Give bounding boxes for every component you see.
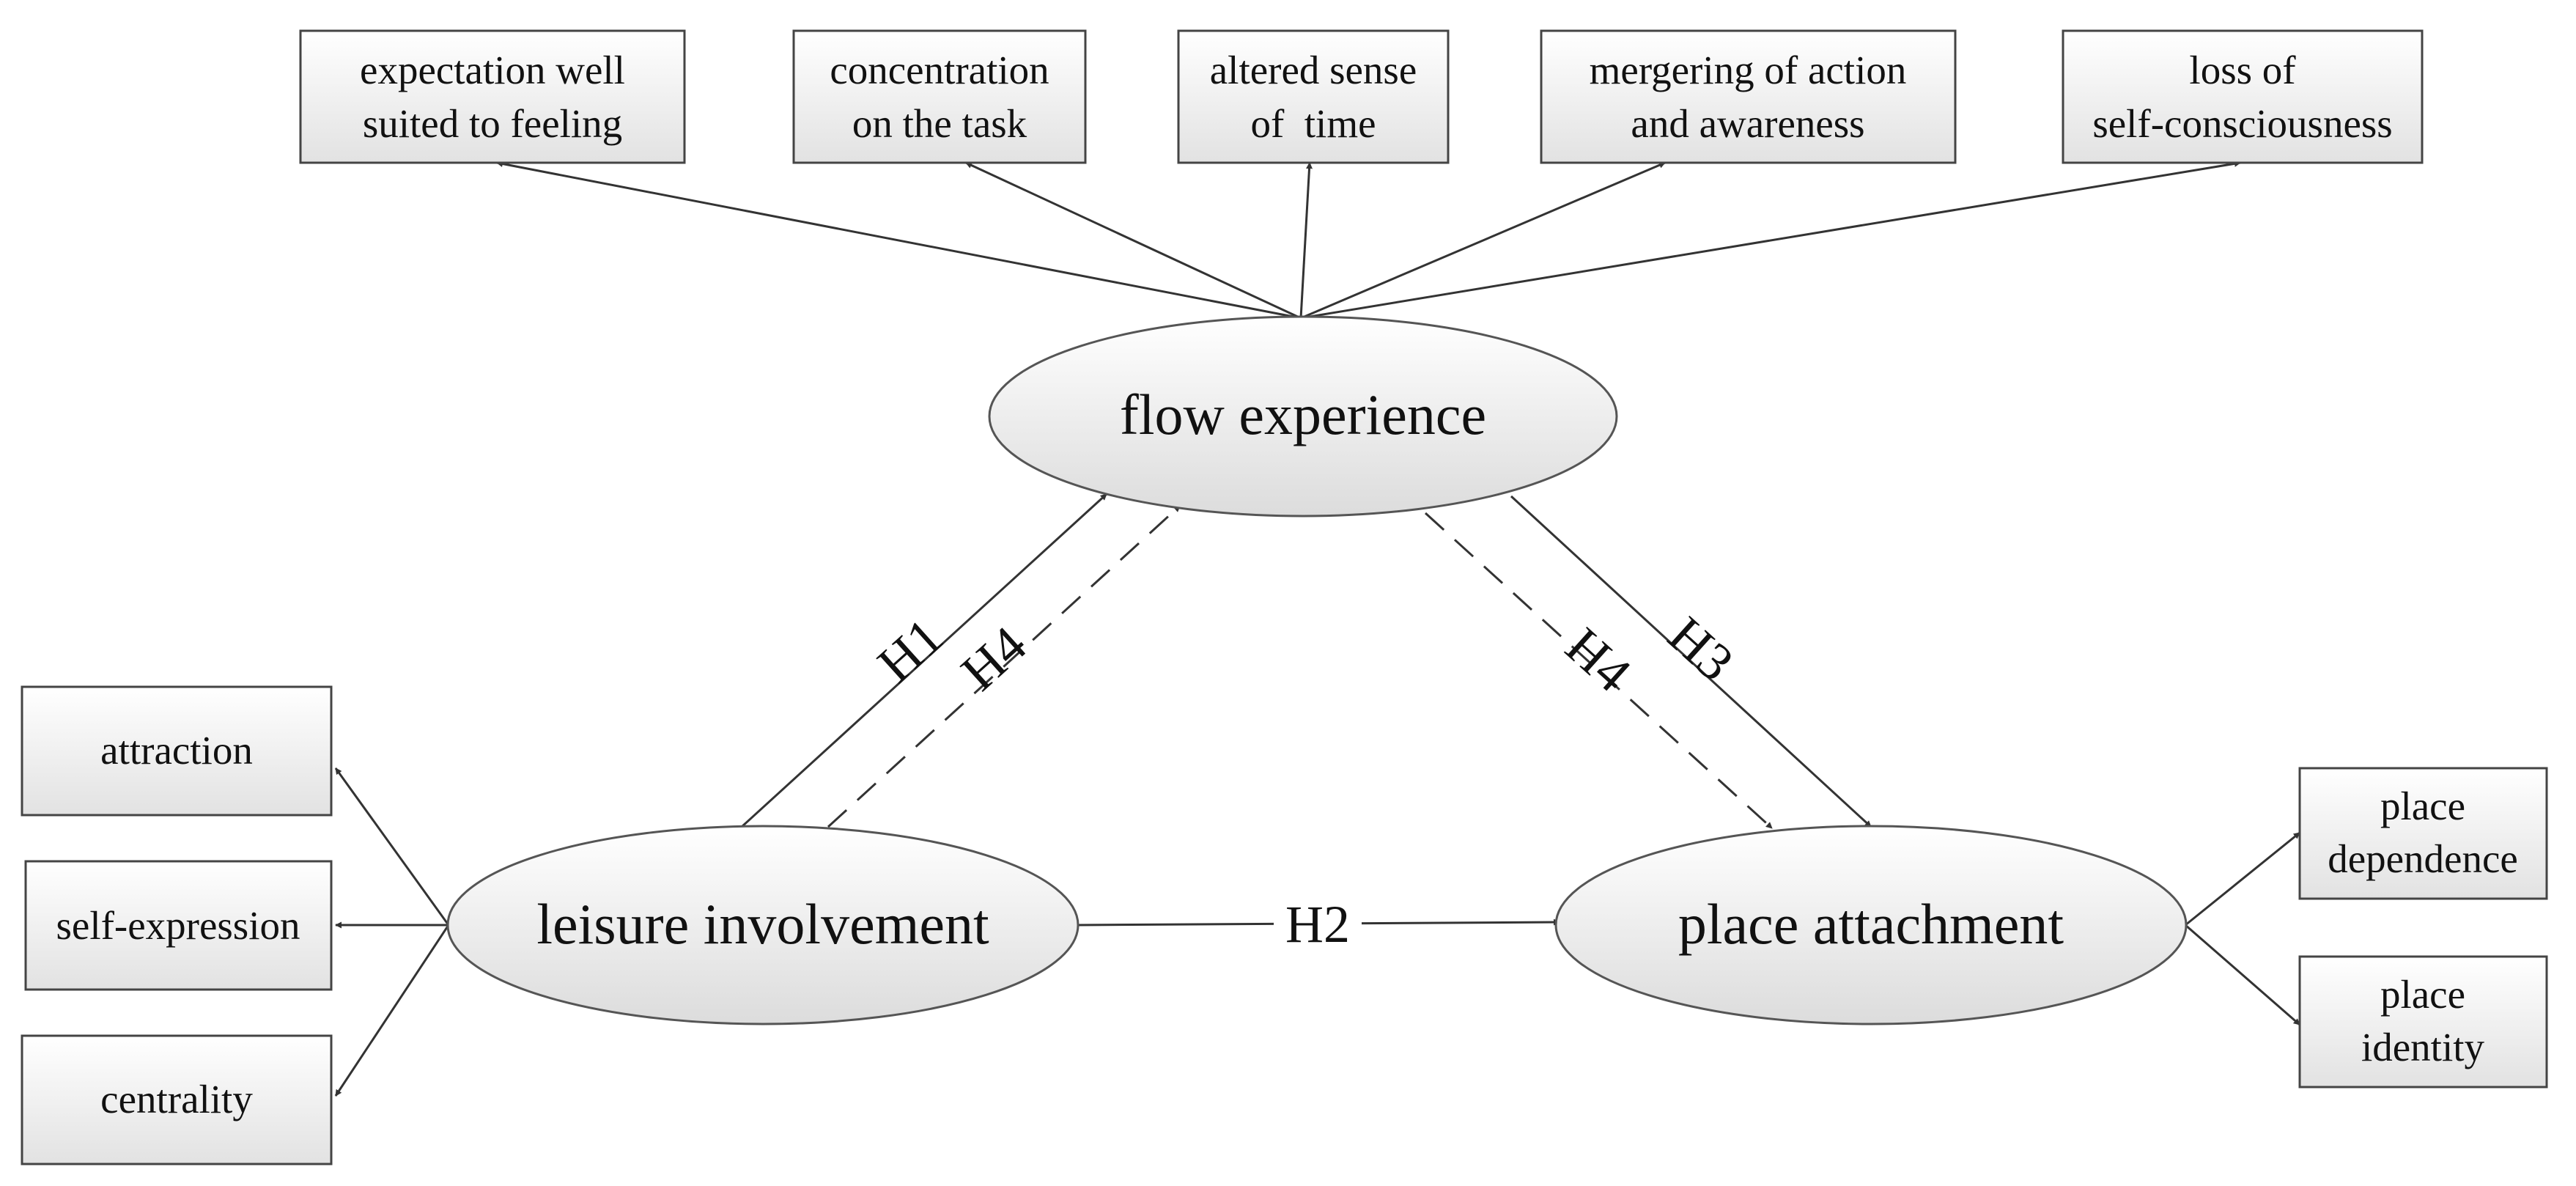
box-line: place bbox=[2380, 972, 2465, 1017]
box-line: concentration bbox=[830, 48, 1049, 92]
hypothesis-label-h3: H3 bbox=[1658, 605, 1745, 692]
box-line: self-consciousness bbox=[2092, 101, 2392, 146]
box-line: of time bbox=[1250, 101, 1376, 146]
attachment-indicator-box-dependence: place dependence bbox=[2298, 767, 2548, 900]
box-line: mergering of action bbox=[1590, 48, 1907, 92]
box-line: on the task bbox=[852, 101, 1027, 146]
flow-indicator-edges bbox=[496, 160, 2241, 320]
flow-indicator-box-concentration: concentration on the task bbox=[792, 29, 1087, 164]
construct-flow-experience: flow experience bbox=[988, 315, 1618, 518]
edge-flow-to-concentration bbox=[965, 161, 1302, 320]
hypothesis-label-h4-left: H4 bbox=[950, 615, 1037, 701]
box-line: suited to feeling bbox=[363, 101, 622, 146]
edge-flow-to-selfconsciousness bbox=[1300, 160, 2241, 320]
flow-indicator-box-time: altered sense of time bbox=[1177, 29, 1450, 164]
construct-label: place attachment bbox=[1678, 892, 2064, 956]
box-line: place bbox=[2380, 784, 2465, 828]
involvement-indicator-box-selfexpression: self-expression bbox=[24, 860, 333, 991]
edge-involvement-to-attraction bbox=[334, 767, 450, 926]
hypothesis-edges bbox=[740, 493, 1872, 927]
edge-flow-to-time bbox=[1299, 162, 1313, 319]
construct-label: leisure involvement bbox=[536, 892, 989, 956]
edge-attachment-to-identity bbox=[2185, 924, 2300, 1026]
construct-label: flow experience bbox=[1120, 383, 1486, 446]
box-line: attraction bbox=[100, 728, 253, 773]
flow-indicator-box-selfconsciousness: loss of self-consciousness bbox=[2062, 29, 2424, 164]
edge-attachment-to-dependence bbox=[2185, 831, 2300, 927]
attachment-indicator-box-identity: place identity bbox=[2298, 955, 2548, 1089]
box-line: and awareness bbox=[1631, 101, 1864, 146]
box-line: identity bbox=[2361, 1025, 2485, 1069]
edge-involvement-to-centrality bbox=[334, 924, 450, 1097]
box-line: altered sense bbox=[1210, 48, 1417, 92]
edge-flow-to-expectation bbox=[496, 161, 1302, 320]
box-line: centrality bbox=[100, 1077, 253, 1121]
involvement-indicator-box-centrality: centrality bbox=[21, 1034, 333, 1165]
edge-h3 bbox=[1510, 495, 1872, 828]
hypothesis-label-h4-right: H4 bbox=[1555, 616, 1642, 703]
hypothesis-label-h1: H1 bbox=[866, 607, 953, 693]
construct-place-attachment: place attachment bbox=[1554, 825, 2188, 1025]
edge-h4-left bbox=[827, 504, 1181, 828]
box-line: expectation well bbox=[360, 48, 625, 92]
involvement-indicator-box-attraction: attraction bbox=[21, 685, 333, 817]
construct-leisure-involvement: leisure involvement bbox=[446, 825, 1080, 1025]
box-line: loss of bbox=[2189, 48, 2296, 92]
h2-label-background bbox=[1274, 887, 1362, 946]
flow-indicator-box-merging: mergering of action and awareness bbox=[1540, 29, 1957, 164]
box-line: self-expression bbox=[56, 903, 300, 948]
hypothesis-label-h2: H2 bbox=[1285, 895, 1350, 954]
edge-h1 bbox=[740, 493, 1108, 828]
flow-indicator-box-expectation: expectation well suited to feeling bbox=[299, 29, 686, 164]
edge-flow-to-merging bbox=[1300, 161, 1666, 320]
involvement-indicator-edges bbox=[334, 767, 450, 1097]
box-line: dependence bbox=[2328, 836, 2518, 881]
attachment-indicator-edges bbox=[2185, 831, 2300, 1026]
